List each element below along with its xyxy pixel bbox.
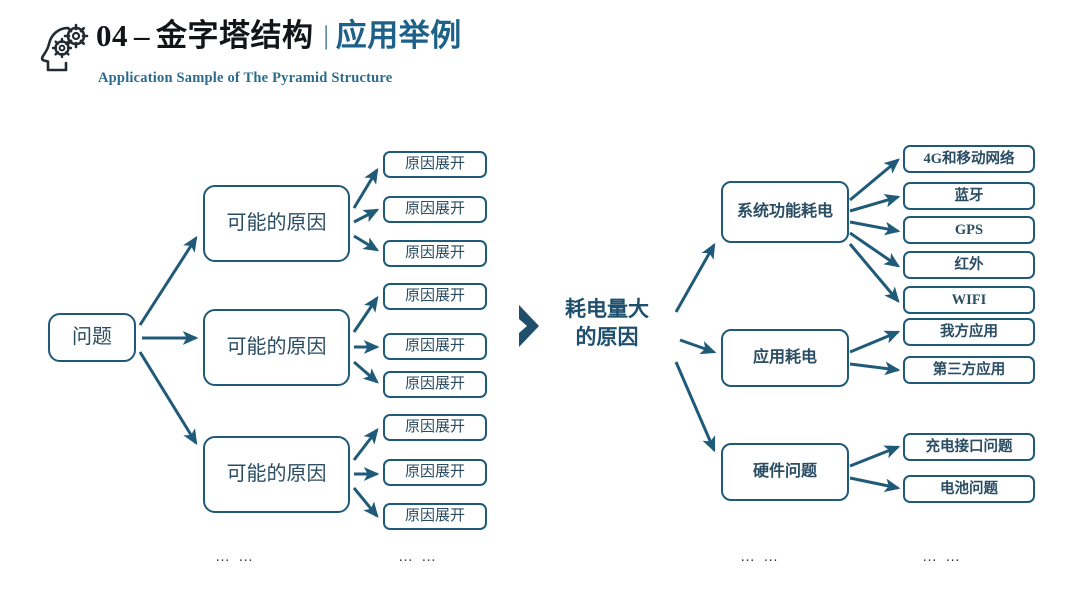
left-leaf-node-1-1[interactable]: 原因展开 xyxy=(383,151,487,178)
left-leaf-label-2-3: 原因展开 xyxy=(404,375,465,392)
chevron-right-icon xyxy=(519,305,539,347)
right-leaf-node-1-1[interactable]: 4G和移动网络 xyxy=(903,145,1035,173)
title-main-text: 金字塔结构 xyxy=(156,18,314,53)
left-leaf-label-3-2: 原因展开 xyxy=(404,463,465,480)
left-leaf-node-2-3[interactable]: 原因展开 xyxy=(383,371,487,398)
center-label: 耗电量大 的原因 xyxy=(550,295,664,352)
left-branch-node-1[interactable]: 可能的原因 xyxy=(203,185,350,262)
center-label-line1: 耗电量大 xyxy=(565,297,649,321)
right-branch-node-2[interactable]: 应用耗电 xyxy=(721,329,849,387)
page-title: 04–金字塔结构 |应用举例 xyxy=(96,20,462,51)
left-branch-node-3[interactable]: 可能的原因 xyxy=(203,436,350,513)
right-leaf-label-1-2: 蓝牙 xyxy=(954,187,984,204)
right-branch-label-3: 硬件问题 xyxy=(752,462,817,480)
right-leaf-node-1-5[interactable]: WIFI xyxy=(903,286,1035,314)
left-leaf-label-1-2: 原因展开 xyxy=(404,200,465,217)
right-leaf-node-3-2[interactable]: 电池问题 xyxy=(903,475,1035,503)
left-leaf-label-2-2: 原因展开 xyxy=(404,337,465,354)
title-accent-text: 应用举例 xyxy=(335,18,462,53)
left-leaf-node-3-3[interactable]: 原因展开 xyxy=(383,503,487,530)
right-leaf-node-1-2[interactable]: 蓝牙 xyxy=(903,182,1035,210)
slide-header: 04–金字塔结构 |应用举例 Application Sample of The … xyxy=(0,0,1080,110)
right-leaf-label-2-1: 我方应用 xyxy=(940,323,998,340)
head-gears-icon xyxy=(40,23,89,72)
left-branch-label-2: 可能的原因 xyxy=(226,336,327,358)
right-branch-label-1: 系统功能耗电 xyxy=(736,202,833,220)
left-leaf-label-1-3: 原因展开 xyxy=(404,244,465,261)
left-root-label: 问题 xyxy=(72,326,112,348)
left-branch-label-3: 可能的原因 xyxy=(226,463,327,485)
left-leaf-node-1-2[interactable]: 原因展开 xyxy=(383,196,487,223)
right-leaf-node-1-3[interactable]: GPS xyxy=(903,216,1035,244)
left-leaf-node-2-1[interactable]: 原因展开 xyxy=(383,283,487,310)
left-leaf-label-2-1: 原因展开 xyxy=(404,287,465,304)
left-leaf-node-3-2[interactable]: 原因展开 xyxy=(383,459,487,486)
left-leaf-node-2-2[interactable]: 原因展开 xyxy=(383,333,487,360)
left-leaf-label-3-1: 原因展开 xyxy=(404,418,465,435)
left-leaf-label-3-3: 原因展开 xyxy=(404,507,465,524)
right-leaf-label-3-2: 电池问题 xyxy=(940,480,998,497)
left-leaf-node-1-3[interactable]: 原因展开 xyxy=(383,240,487,267)
title-dash: – xyxy=(134,18,150,53)
page-subtitle: Application Sample of The Pyramid Struct… xyxy=(98,70,393,86)
title-number: 04 xyxy=(96,18,128,53)
center-conclusion: 耗电量大 的原因 xyxy=(516,295,666,365)
right-leaf-label-1-4: 红外 xyxy=(954,256,984,273)
right-leaf-label-1-5: WIFI xyxy=(951,291,987,308)
right-leaf-label-2-2: 第三方应用 xyxy=(932,361,1006,378)
left-branch-ellipsis: … … xyxy=(215,548,256,565)
left-leaf-label-1-1: 原因展开 xyxy=(404,155,465,172)
right-leaf-node-1-4[interactable]: 红外 xyxy=(903,251,1035,279)
right-leaf-label-3-1: 充电接口问题 xyxy=(925,438,1013,455)
left-leaf-ellipsis: … … xyxy=(398,548,439,565)
right-leaf-node-2-2[interactable]: 第三方应用 xyxy=(903,356,1035,384)
right-branch-label-2: 应用耗电 xyxy=(752,348,817,366)
right-branch-ellipsis: … … xyxy=(740,548,781,565)
left-root-node[interactable]: 问题 xyxy=(48,313,136,362)
left-leaf-node-3-1[interactable]: 原因展开 xyxy=(383,414,487,441)
center-label-line2: 的原因 xyxy=(575,325,639,350)
right-leaf-node-3-1[interactable]: 充电接口问题 xyxy=(903,433,1035,461)
right-leaf-ellipsis: … … xyxy=(922,548,963,565)
right-branch-node-1[interactable]: 系统功能耗电 xyxy=(721,181,849,243)
right-leaf-label-1-3: GPS xyxy=(954,221,984,238)
right-branch-node-3[interactable]: 硬件问题 xyxy=(721,443,849,501)
left-branch-node-2[interactable]: 可能的原因 xyxy=(203,309,350,386)
title-separator: | xyxy=(323,21,329,50)
right-leaf-node-2-1[interactable]: 我方应用 xyxy=(903,318,1035,346)
right-leaf-label-1-1: 4G和移动网络 xyxy=(923,150,1015,167)
left-branch-label-1: 可能的原因 xyxy=(226,212,327,234)
